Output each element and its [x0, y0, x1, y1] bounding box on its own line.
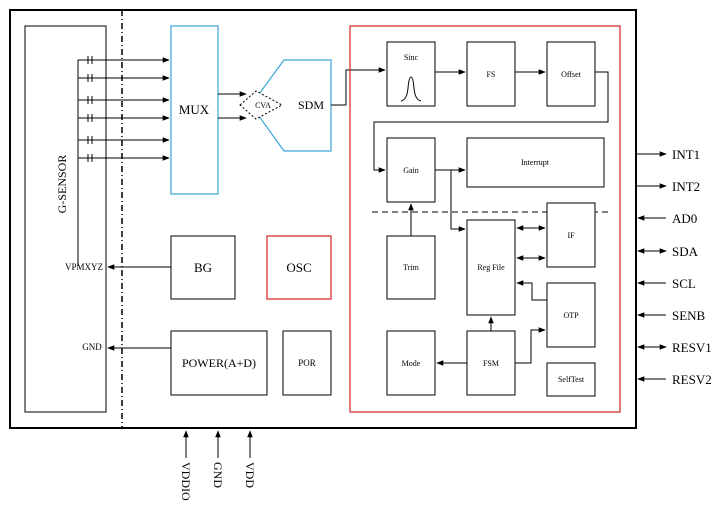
digital-block-frame	[349, 25, 621, 413]
vpmxyz-label: VPMXYZ	[65, 262, 103, 272]
regfile-label: Reg File	[477, 263, 505, 272]
sdm-label: SDM	[298, 98, 324, 112]
pin-gnd: GND	[211, 462, 225, 488]
trim-label: Trim	[403, 263, 419, 272]
sdm-block: CVA SDM	[239, 59, 332, 152]
interrupt-block: Interrupt	[466, 137, 605, 188]
mode-block: Mode	[386, 330, 436, 396]
selftest-label: SelfTest	[558, 375, 585, 384]
sinc-block: Sinc	[386, 41, 436, 107]
mode-label: Mode	[402, 359, 421, 368]
bottom-pins: VDDIO GND VDD	[179, 430, 257, 501]
pin-ad0: AD0	[672, 211, 697, 226]
capacitor-icon	[87, 56, 93, 162]
gsensor-gnd-label: GND	[82, 342, 102, 352]
gain-block: Gain	[386, 137, 436, 203]
chip-outline	[9, 9, 637, 429]
fs-block: FS	[466, 41, 516, 107]
power-block: POWER(A+D)	[170, 330, 268, 396]
g-sensor-title: G-SENSOR	[55, 155, 69, 214]
right-pins: INT1 INT2 AD0 SDA SCL SENB RESV1 RESV2	[636, 147, 712, 387]
por-block: POR	[282, 330, 332, 396]
pin-int1: INT1	[672, 147, 700, 162]
pin-vdd: VDD	[243, 462, 257, 488]
g-sensor-block: G-SENSOR VPMXYZ GND	[24, 25, 107, 413]
pin-int2: INT2	[672, 179, 700, 194]
trim-block: Trim	[386, 235, 436, 300]
sinc-pulse-icon	[400, 76, 422, 102]
sinc-label: Sinc	[404, 53, 419, 62]
selftest-block: SelfTest	[546, 362, 596, 397]
otp-block: OTP	[546, 282, 596, 348]
if-label: IF	[567, 231, 575, 240]
power-label: POWER(A+D)	[182, 356, 256, 370]
offset-label: Offset	[561, 70, 582, 79]
pin-scl: SCL	[672, 276, 696, 291]
bg-label: BG	[194, 260, 212, 275]
cva-label: CVA	[255, 101, 271, 110]
bg-block: BG	[170, 235, 236, 300]
interrupt-label: Interrupt	[521, 158, 550, 167]
pin-vddio: VDDIO	[179, 462, 193, 501]
if-block: IF	[546, 202, 596, 268]
gain-label: Gain	[403, 166, 419, 175]
mux-label: MUX	[179, 102, 210, 117]
pin-resv2: RESV2	[672, 372, 712, 387]
sensor-connections	[77, 56, 170, 266]
osc-block: OSC	[266, 235, 332, 300]
fsm-label: FSM	[483, 359, 499, 368]
mux-block: MUX	[170, 25, 219, 195]
fs-label: FS	[487, 70, 496, 79]
por-label: POR	[298, 358, 316, 368]
regfile-block: Reg File	[466, 219, 516, 316]
pin-senb: SENB	[672, 308, 706, 323]
pin-resv1: RESV1	[672, 340, 712, 355]
fsm-block: FSM	[466, 330, 516, 396]
otp-label: OTP	[563, 311, 579, 320]
pin-sda: SDA	[672, 244, 699, 259]
offset-block: Offset	[546, 41, 596, 107]
osc-label: OSC	[286, 260, 311, 275]
